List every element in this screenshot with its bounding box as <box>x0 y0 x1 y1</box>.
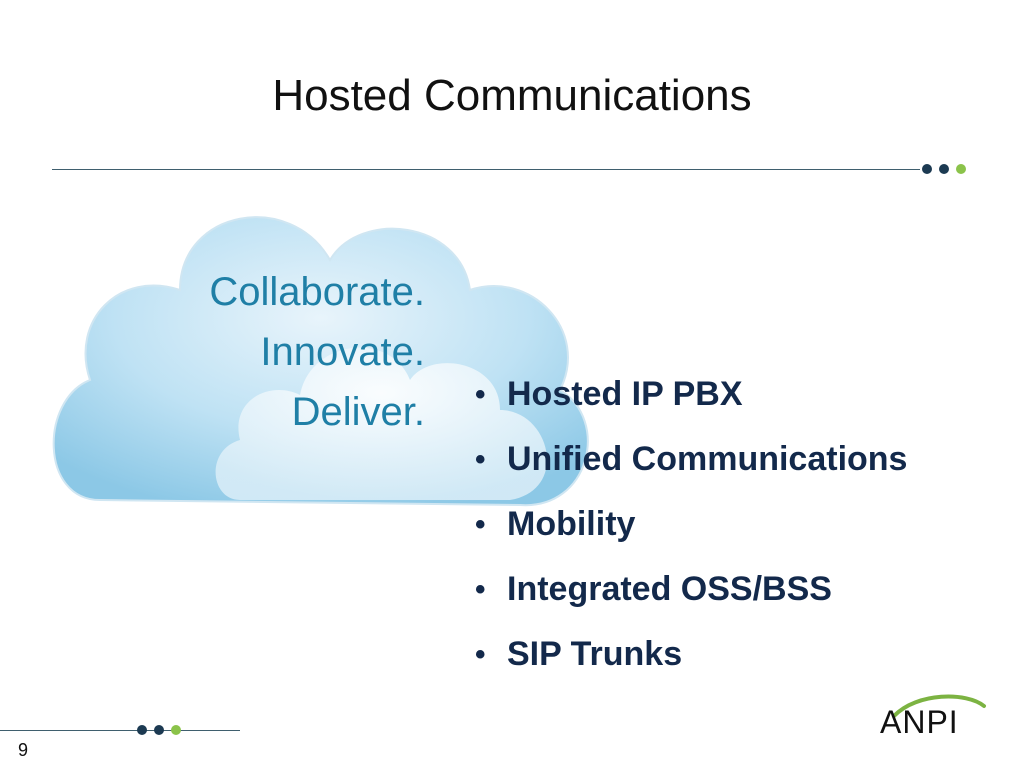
top-dots-decoration <box>922 164 966 174</box>
dot-green <box>956 164 966 174</box>
cloud-icon <box>30 150 590 540</box>
bullet-text: Hosted IP PBX <box>507 375 743 413</box>
bullet-text: Mobility <box>507 505 636 543</box>
bullet-dot: • <box>475 508 486 541</box>
tagline-line: Deliver. <box>291 390 425 434</box>
tagline-line: Innovate. <box>260 330 425 374</box>
bullet-dot: • <box>475 573 486 606</box>
dot-dark <box>922 164 932 174</box>
bullet-list: • Hosted IP PBX • Unified Communications •… <box>475 362 907 687</box>
dot-green <box>171 725 181 735</box>
bullet-text: SIP Trunks <box>507 635 683 673</box>
top-divider <box>52 169 920 170</box>
bullet-dot: • <box>475 638 486 671</box>
bullet-item: • Mobility <box>475 492 907 557</box>
dot-dark <box>154 725 164 735</box>
bullet-item: • Hosted IP PBX <box>475 362 907 427</box>
bullet-item: • Unified Communications <box>475 427 907 492</box>
cloud-tagline: Collaborate. Innovate. Deliver. <box>120 262 425 442</box>
bullet-item: • Integrated OSS/BSS <box>475 557 907 622</box>
bullet-dot: • <box>475 443 486 476</box>
bullet-text: Unified Communications <box>507 440 908 478</box>
dot-dark <box>137 725 147 735</box>
tagline-line: Collaborate. <box>209 270 425 314</box>
page-number: 9 <box>18 740 29 760</box>
bullet-item: • SIP Trunks <box>475 622 907 687</box>
slide-title: Hosted Communications <box>272 71 752 120</box>
bottom-dots-decoration <box>137 725 181 735</box>
bullet-text: Integrated OSS/BSS <box>507 570 832 608</box>
anpi-logo: ANPI <box>872 690 992 742</box>
logo-text: ANPI <box>880 704 959 740</box>
bottom-divider <box>0 730 240 731</box>
dot-dark <box>939 164 949 174</box>
bullet-dot: • <box>475 378 486 411</box>
